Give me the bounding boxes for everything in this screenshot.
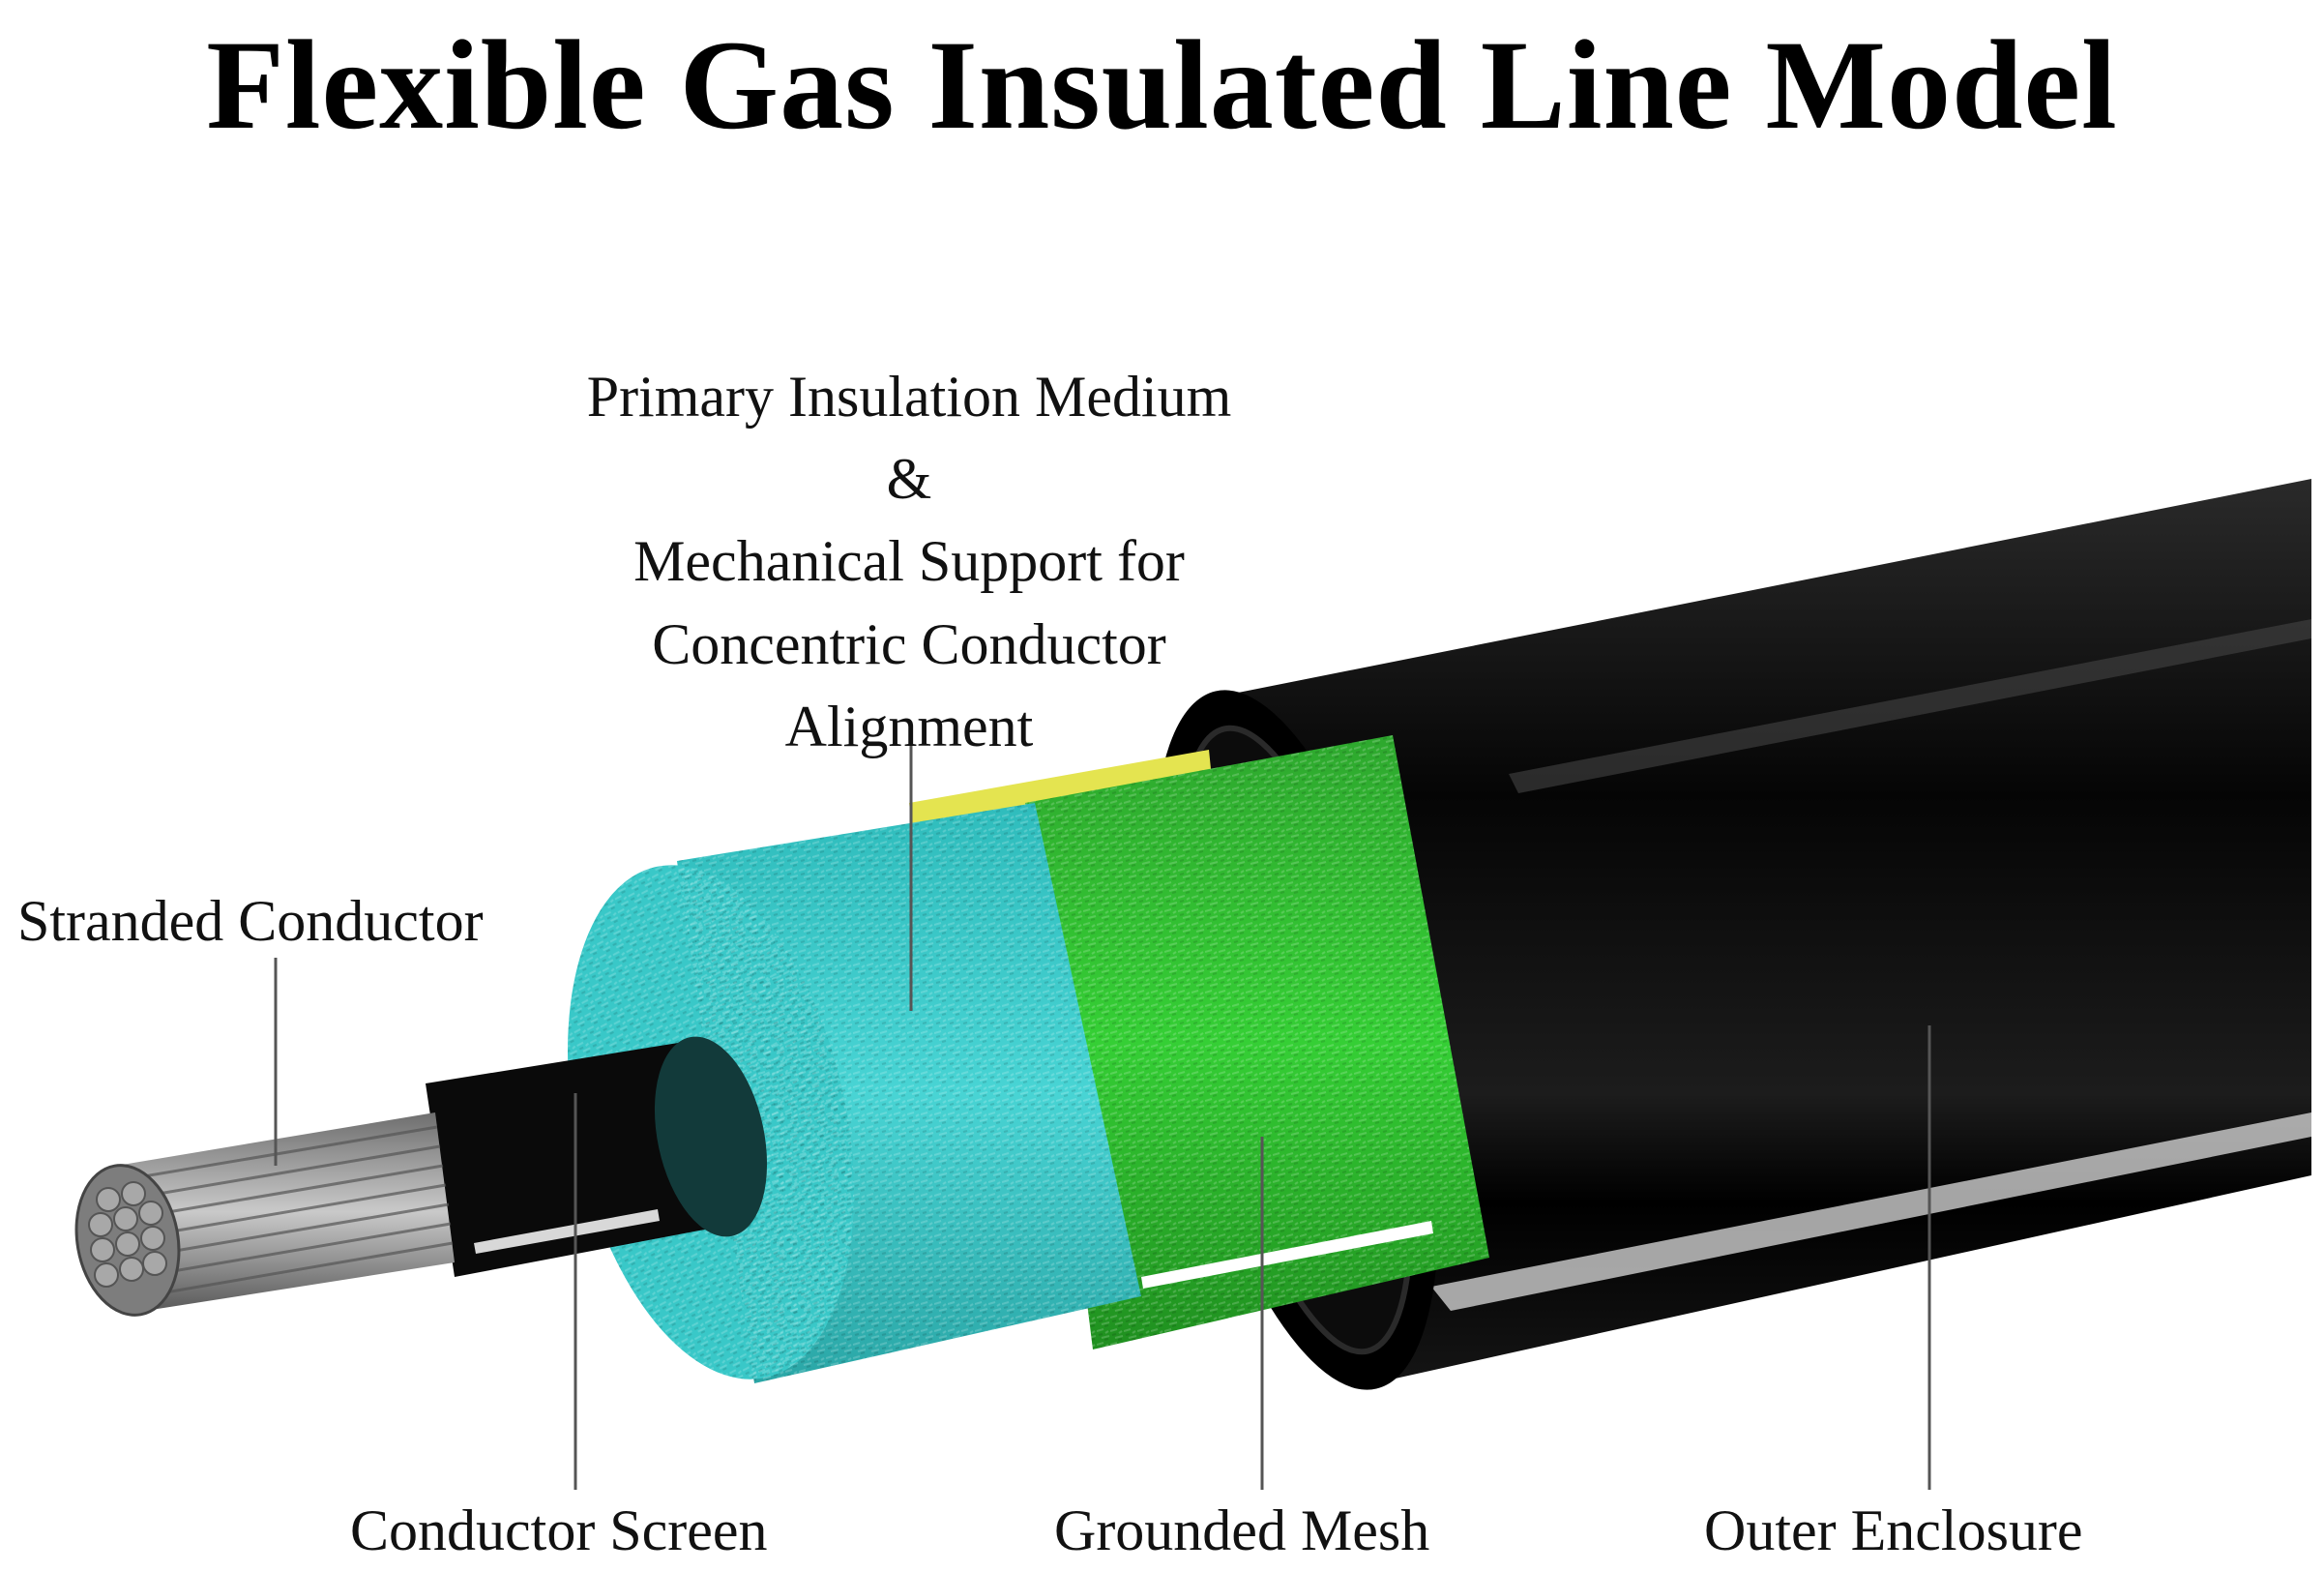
- stranded-conductor-shape: [74, 1112, 455, 1317]
- label-outer-enclosure: Outer Enclosure: [1704, 1498, 2083, 1562]
- label-primary-insulation-line-1: Primary Insulation Medium: [586, 365, 1232, 429]
- label-primary-insulation-line-4: Concentric Conductor: [652, 611, 1166, 676]
- grounded-mesh-shape: [1025, 735, 1489, 1350]
- label-grounded-mesh: Grounded Mesh: [1054, 1498, 1430, 1562]
- label-primary-insulation-line-5: Alignment: [784, 694, 1034, 758]
- diagram-title: Flexible Gas Insulated Line Model: [206, 14, 2118, 156]
- label-primary-insulation-line-2: &: [886, 447, 932, 512]
- label-primary-insulation-line-3: Mechanical Support for: [633, 529, 1185, 594]
- conductor-screen-shape: [426, 1036, 768, 1277]
- label-conductor-screen: Conductor Screen: [350, 1498, 768, 1562]
- label-stranded-conductor: Stranded Conductor: [17, 889, 484, 953]
- label-primary-insulation: Primary Insulation Medium & Mechanical S…: [464, 356, 1354, 768]
